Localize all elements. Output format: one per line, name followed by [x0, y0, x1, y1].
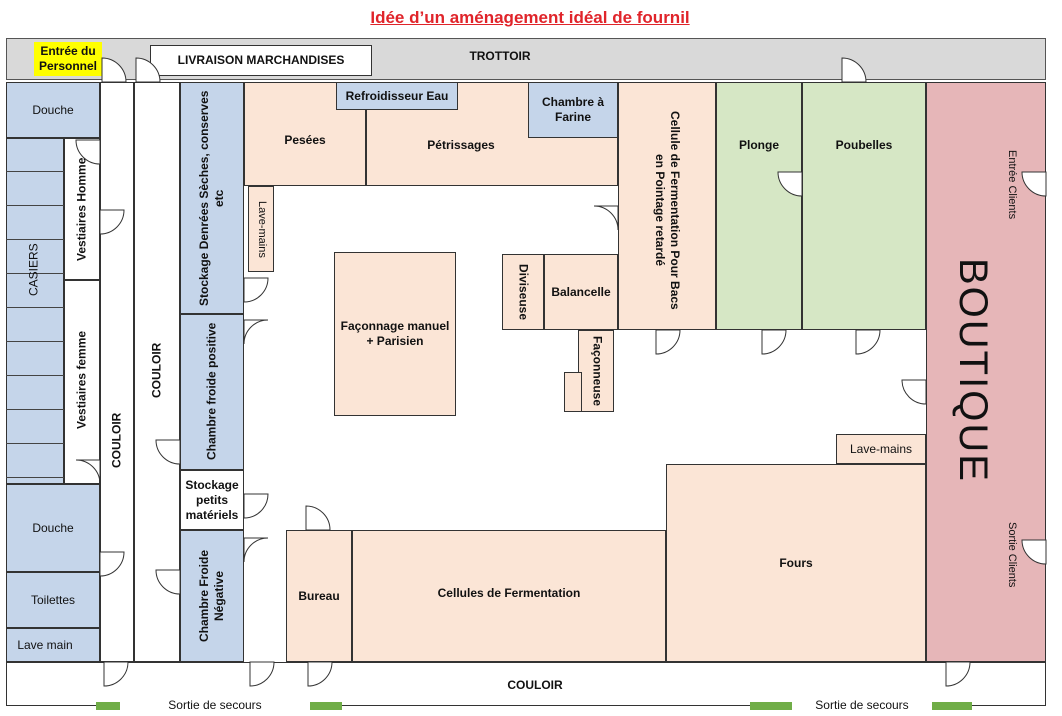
women-lockers	[64, 280, 100, 484]
balancelle	[544, 254, 618, 330]
door-dishwashing-bottom	[761, 329, 787, 355]
hand-wash-prep	[248, 186, 274, 272]
door-top-right	[841, 57, 867, 83]
door-dry-goods	[243, 277, 269, 303]
door-shop-side	[901, 379, 927, 405]
water-cooler-label: Refroidisseur Eau	[345, 88, 449, 103]
fermentation-cell-label: Cellule de Fermentation Pour Bacs en Poi…	[653, 110, 682, 310]
bins-room-label: Poubelles	[835, 137, 893, 152]
page-title: Idée d’un aménagement idéal de fournil	[370, 8, 690, 28]
office-label: Bureau	[298, 588, 340, 603]
emergency-exit-1-label: Sortie de secours	[120, 697, 310, 713]
ovens	[666, 464, 926, 662]
door-deliveries	[135, 57, 161, 83]
dishwashing-room	[716, 82, 802, 330]
shower-top	[6, 82, 100, 138]
customer-entrance-label: Entrée Clients	[1005, 150, 1018, 220]
shop-label: BOUTIQUE	[951, 257, 995, 483]
door-cold-negative-2	[249, 661, 275, 687]
door-shower-bottom	[99, 551, 125, 577]
weighing-room-label: Pesées	[284, 132, 326, 147]
locker-lines	[6, 138, 64, 484]
dry-goods-storage	[180, 82, 244, 314]
door-cold-negative	[243, 537, 269, 563]
door-bins-bottom	[855, 329, 881, 355]
fermentation-cells	[352, 530, 666, 662]
door-dishwashing	[777, 171, 803, 197]
ovens-label: Fours	[779, 555, 813, 570]
small-equipment-storage	[180, 470, 244, 530]
small-equipment-storage-label: Stockage petits matériels	[185, 477, 239, 522]
shaping-table-label: Façonnage manuel + Parisien	[340, 319, 450, 348]
corridor-2	[134, 82, 180, 662]
hand-wash-prep-label: Lave-mains	[255, 200, 268, 258]
door-storage-1	[155, 439, 181, 465]
door-customer-exit	[1021, 539, 1047, 565]
hand-wash-left	[6, 628, 100, 662]
balancelle-label: Balancelle	[551, 284, 611, 299]
hand-wash-shop	[836, 434, 926, 464]
door-fermentation-cell	[593, 205, 619, 231]
staff-entrance-label: Entrée du Personnel	[34, 42, 102, 76]
toilets-label: Toilettes	[30, 592, 76, 607]
door-cold-positive	[243, 319, 269, 345]
bottom-corridor-label: COULOIR	[507, 677, 563, 692]
door-office-bottom	[307, 661, 333, 687]
shower-bottom	[6, 484, 100, 572]
moulder-base	[564, 372, 582, 412]
moulder	[578, 330, 614, 412]
flour-room	[528, 82, 618, 138]
dishwashing-room-label: Plonge	[738, 137, 779, 152]
door-storage-2	[155, 569, 181, 595]
water-cooler	[336, 82, 458, 110]
cold-room-negative	[180, 530, 244, 662]
fermentation-cells-label: Cellules de Fermentation	[437, 585, 581, 600]
hand-wash-left-label: Lave main	[17, 637, 73, 652]
door-men-lockers	[75, 139, 101, 165]
divider	[502, 254, 544, 330]
door-staff-entrance	[101, 57, 127, 83]
divider-label: Diviseuse	[516, 263, 531, 321]
office	[286, 530, 352, 662]
shower-top-label: Douche	[32, 102, 74, 117]
toilets	[6, 572, 100, 628]
hand-wash-shop-label: Lave-mains	[849, 441, 913, 456]
door-customer-entrance	[1021, 171, 1047, 197]
shaping-table	[334, 252, 456, 416]
cold-room-positive	[180, 314, 244, 470]
kneading-room-label: Pétrissages	[427, 137, 495, 152]
door-small-equipment	[243, 493, 269, 519]
emergency-exit-2-label: Sortie de secours	[792, 697, 932, 713]
door-office-top	[305, 505, 331, 531]
door-shop-bottom	[945, 661, 971, 687]
flour-room-label: Chambre à Farine	[541, 95, 605, 124]
door-men-lockers-2	[99, 209, 125, 235]
door-corridor-bottom	[103, 661, 129, 687]
sidewalk-label: TROTTOIR	[469, 48, 531, 63]
door-fermentation-cell-bottom	[655, 329, 681, 355]
shower-bottom-label: Douche	[32, 520, 74, 535]
moulder-label: Façonneuse	[590, 335, 605, 407]
deliveries-label: LIVRAISON MARCHANDISES	[150, 45, 372, 76]
bins-room	[802, 82, 926, 330]
door-women-lockers	[75, 459, 101, 485]
customer-exit-label: Sortie Clients	[1005, 522, 1018, 588]
